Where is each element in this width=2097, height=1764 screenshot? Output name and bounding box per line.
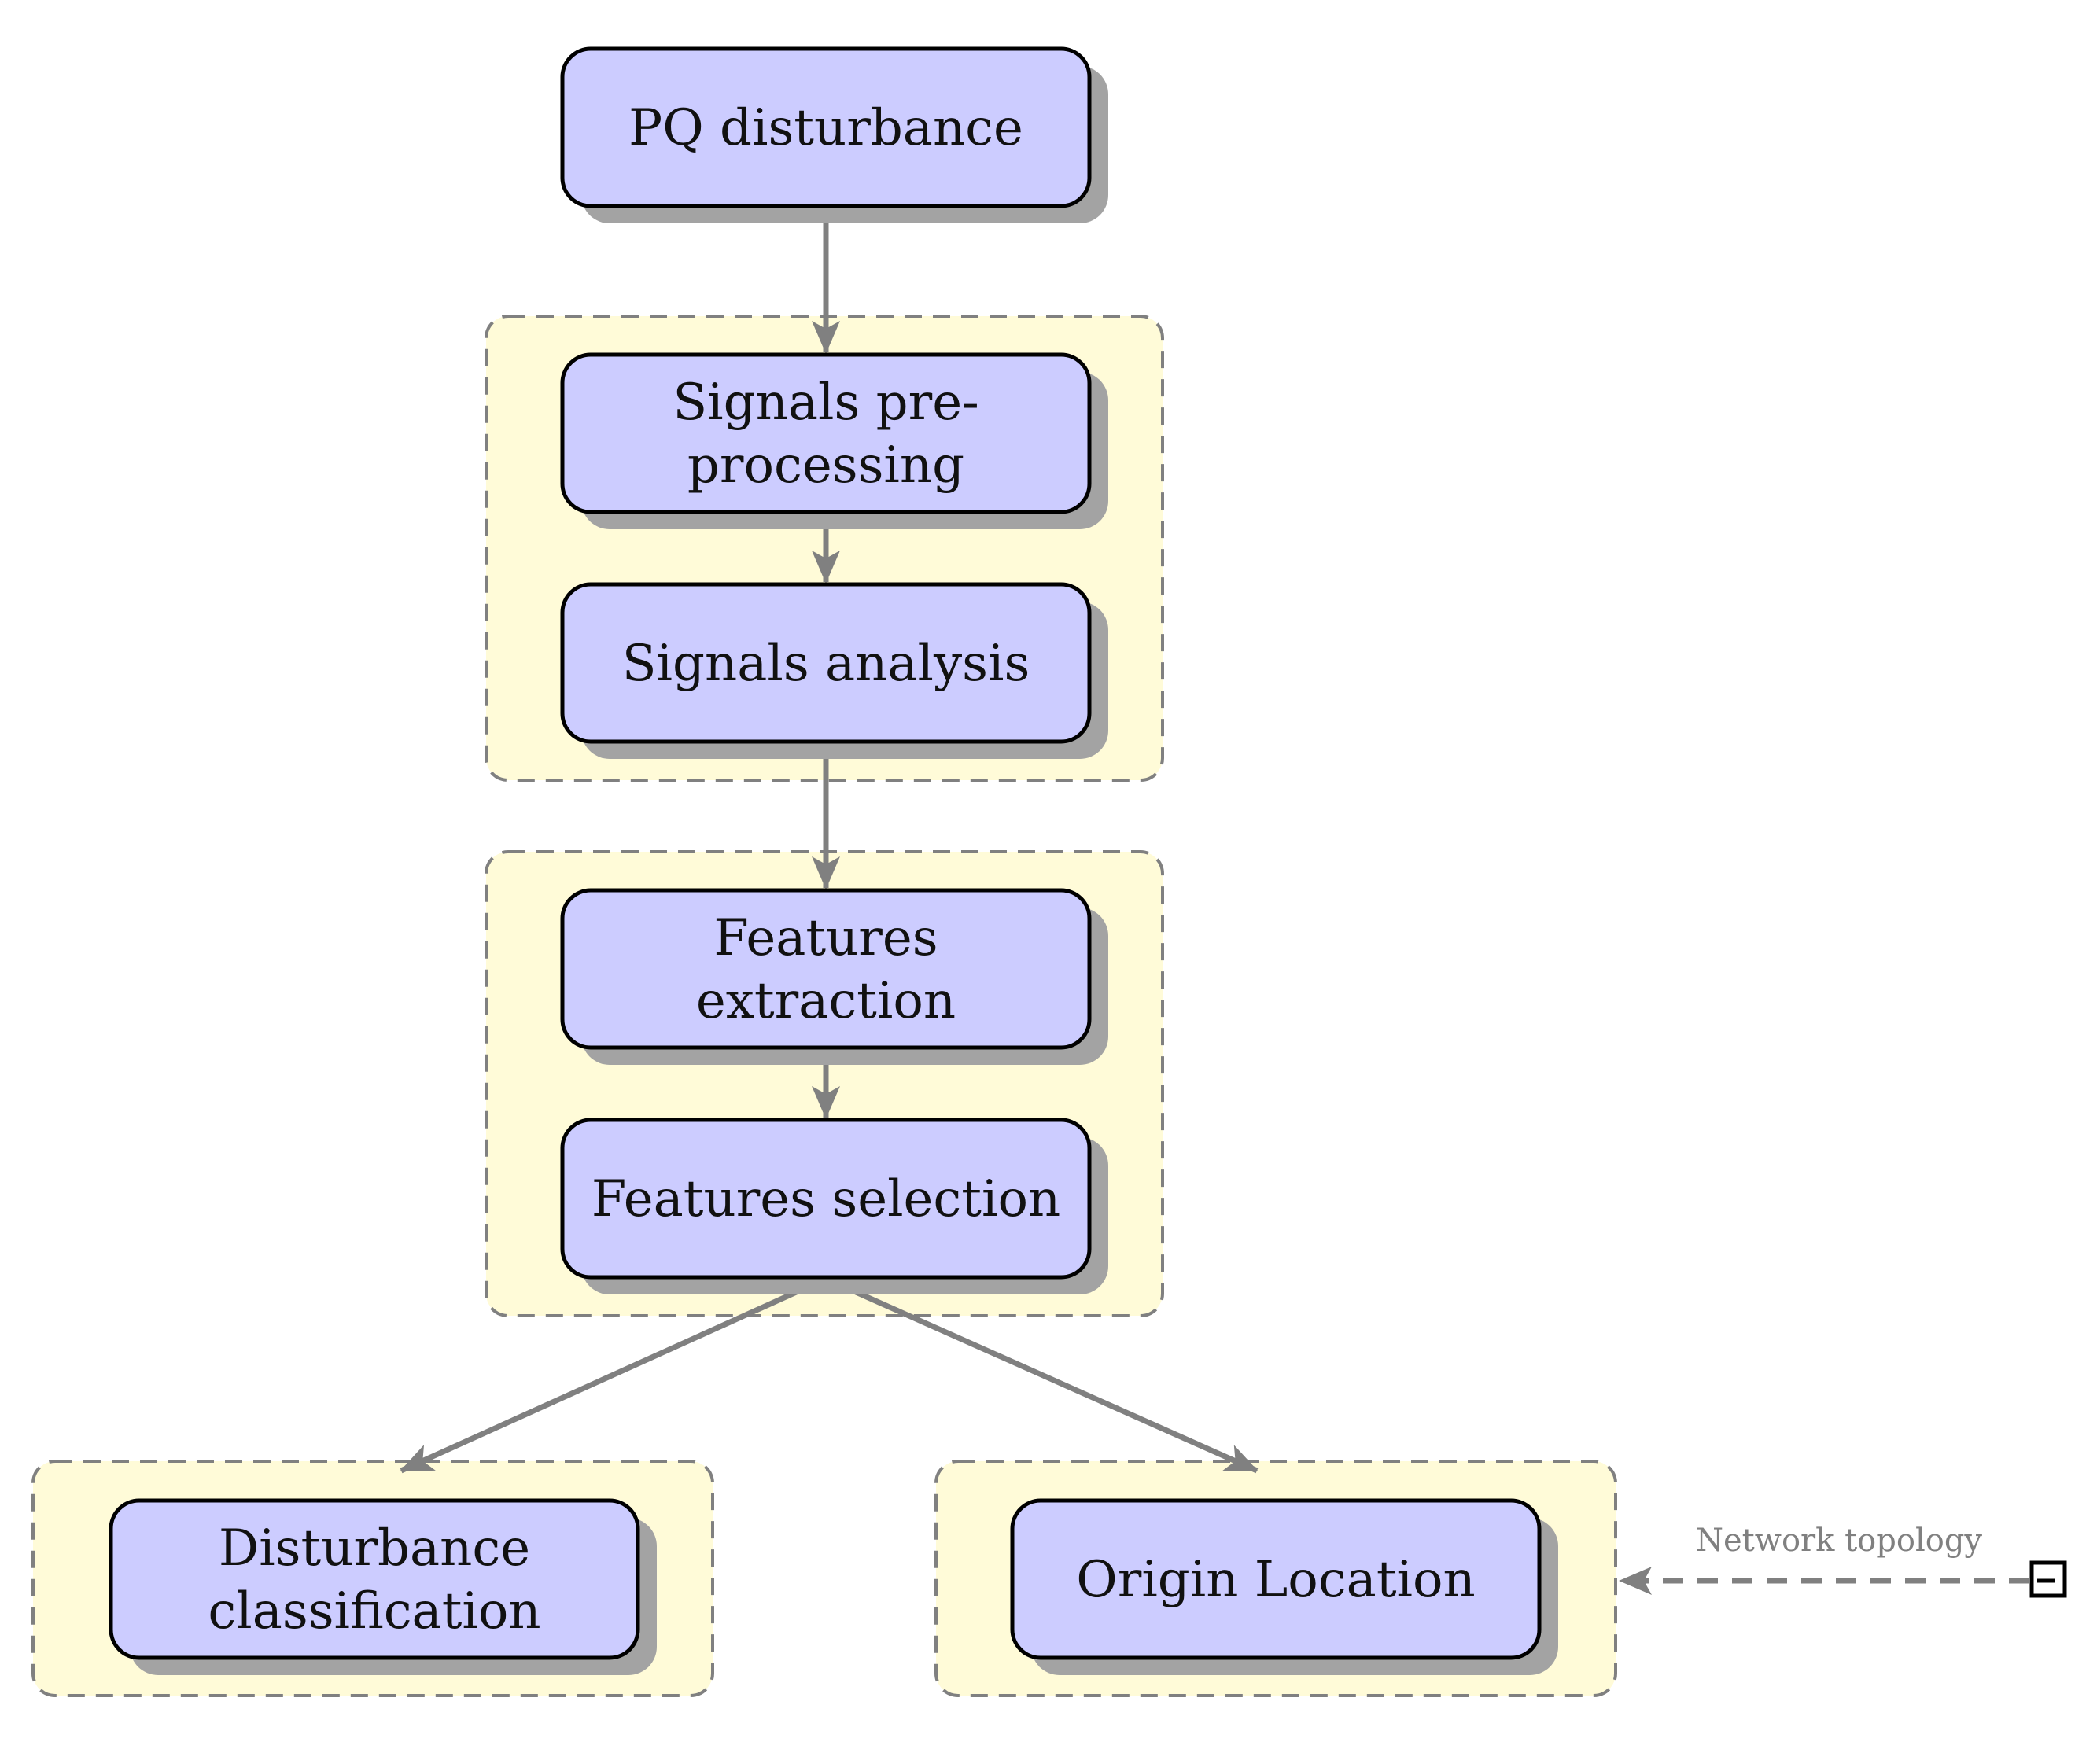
node-signals-analysis: Signals analysis: [560, 582, 1108, 759]
edge-selection-to-location: [824, 1276, 1259, 1474]
network-topology-terminal: [2029, 1560, 2067, 1598]
node-box: [560, 1118, 1092, 1280]
node-label-line: Disturbance: [219, 1519, 530, 1578]
edge-selection-to-classification: [400, 1276, 827, 1474]
node-label-line: Features selection: [592, 1170, 1060, 1228]
nodes-layer: PQ disturbance Signals pre-processing Si…: [109, 46, 1558, 1675]
node-signals-preprocessing: Signals pre-processing: [560, 352, 1108, 529]
node-box: [109, 1498, 640, 1660]
node-origin-location: Origin Location: [1010, 1498, 1558, 1675]
node-label-line: processing: [687, 436, 964, 495]
node-pq-disturbance: PQ disturbance: [560, 46, 1108, 223]
node-label-line: Signals pre-: [673, 374, 978, 432]
node-features-selection: Features selection: [560, 1118, 1108, 1294]
node-label-line: Features: [713, 909, 938, 967]
node-box: [560, 888, 1092, 1050]
node-label-line: Signals analysis: [622, 635, 1030, 693]
node-box: [1010, 1498, 1542, 1660]
network-topology-label: Network topology: [1696, 1523, 1982, 1559]
node-box: [560, 352, 1092, 514]
node-label-line: extraction: [696, 972, 956, 1030]
node-label-line: classification: [208, 1582, 540, 1641]
node-box: [560, 46, 1092, 208]
node-label-line: PQ disturbance: [628, 99, 1023, 157]
node-label-line: Origin Location: [1076, 1551, 1476, 1609]
node-box: [560, 582, 1092, 744]
